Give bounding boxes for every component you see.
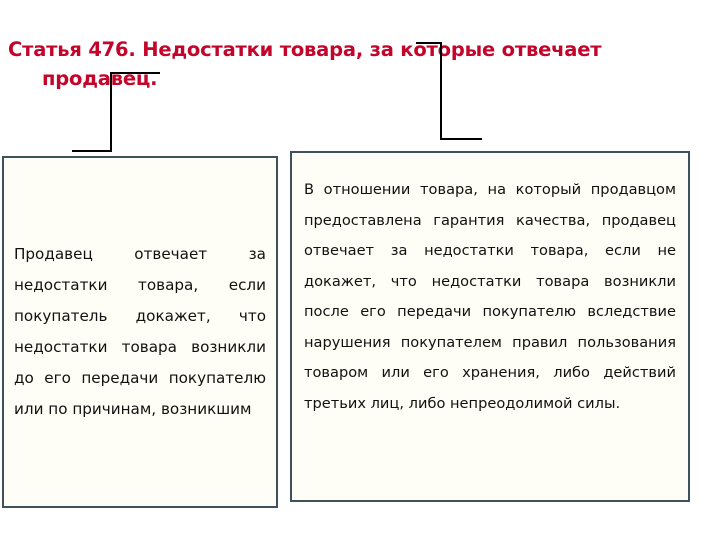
clause-1-box: Продавец отвечает за недостатки товара, …	[2, 156, 278, 508]
connector-right-vertical-segment	[440, 42, 442, 140]
clause-1-text: Продавец отвечает за недостатки товара, …	[14, 245, 266, 418]
connector-left-vertical-segment	[110, 72, 112, 152]
page-title-line-1: Статья 476. Недостатки товара, за которы…	[8, 38, 602, 61]
clause-2-text: В отношении товара, на который продавцом…	[304, 181, 676, 412]
elbow-connector-left	[0, 0, 300, 160]
connector-left-bottom-segment	[72, 150, 112, 152]
connector-right-bottom-segment	[440, 138, 482, 140]
connector-left-top-segment	[110, 72, 160, 74]
elbow-connector-right	[0, 0, 720, 160]
clause-2-box: В отношении товара, на который продавцом…	[290, 151, 690, 502]
connector-right-top-segment	[416, 42, 442, 44]
